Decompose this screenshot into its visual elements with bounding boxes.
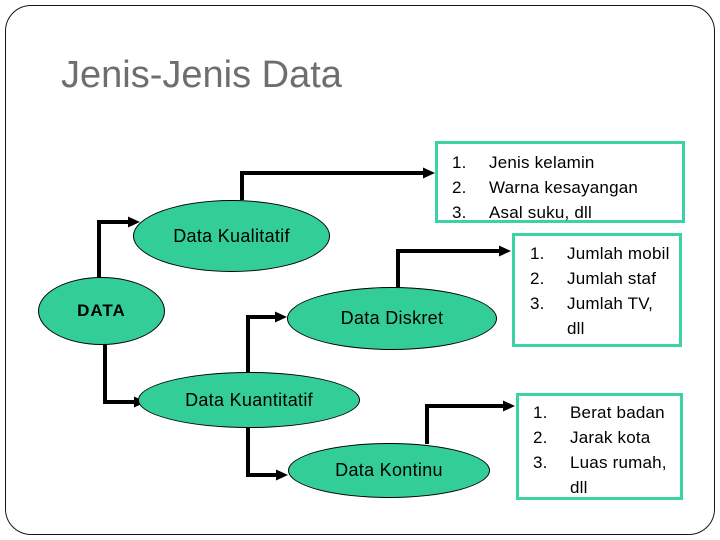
- connector-diskret-to-examples: [396, 245, 511, 288]
- list-item-text: Jarak kota: [570, 428, 651, 447]
- node-label: Data Diskret: [340, 308, 444, 328]
- node-data-kuantitatif: Data Kuantitatif: [138, 372, 360, 428]
- list-item-number: 2.: [533, 428, 548, 447]
- list-item-text: Jumlah staf: [567, 269, 657, 288]
- node-label: Data Kuantitatif: [185, 389, 313, 410]
- list-item-number: 2.: [452, 178, 467, 197]
- node-data-diskret: Data Diskret: [287, 287, 497, 350]
- node-label: Data Kontinu: [335, 460, 443, 480]
- connector-kuantitatif-to-diskret: [246, 311, 287, 373]
- node-data-kontinu: Data Kontinu: [288, 443, 490, 498]
- slide-border-frame: [5, 5, 715, 535]
- list-item-text: Warna kesayangan: [489, 178, 639, 197]
- examples-box-diskret: 1. Jumlah mobil 2. Jumlah staf 3. Jumlah…: [512, 233, 682, 347]
- list-item-number: 1.: [533, 403, 548, 422]
- list-item-text: Jenis kelamin: [489, 153, 595, 172]
- node-label: DATA: [77, 301, 126, 320]
- list-item-number: 2.: [530, 269, 545, 288]
- list-item-text: Asal suku, dll: [489, 203, 592, 222]
- node-label: Data Kualitatif: [173, 225, 290, 246]
- list-item-number: 1.: [452, 153, 467, 172]
- list-item-number: 1.: [530, 244, 545, 263]
- examples-box-kualitatif: 1. Jenis kelamin 2. Warna kesayangan 3. …: [435, 141, 685, 223]
- list-item-text: Jumlah TV, dll: [567, 294, 654, 338]
- list-item-number: 3.: [533, 453, 548, 472]
- list-item-text: Jumlah mobil: [567, 244, 670, 263]
- list-item-text: Luas rumah, dll: [570, 453, 667, 497]
- connector-kualitatif-to-examples: [240, 167, 435, 200]
- node-data-kualitatif: Data Kualitatif: [133, 200, 330, 272]
- node-data-root: DATA: [38, 277, 165, 345]
- list-item-number: 3.: [530, 294, 545, 313]
- connector-kuantitatif-to-kontinu: [246, 427, 288, 481]
- connector-kontinu-to-examples: [425, 400, 515, 444]
- list-item-number: 3.: [452, 203, 467, 222]
- slide-title: Jenis-Jenis Data: [61, 54, 342, 96]
- list-item-text: Berat badan: [570, 403, 665, 422]
- examples-box-kontinu: 1. Berat badan 2. Jarak kota 3. Luas rum…: [516, 393, 683, 500]
- connector-data-to-kualitatif: [97, 216, 140, 279]
